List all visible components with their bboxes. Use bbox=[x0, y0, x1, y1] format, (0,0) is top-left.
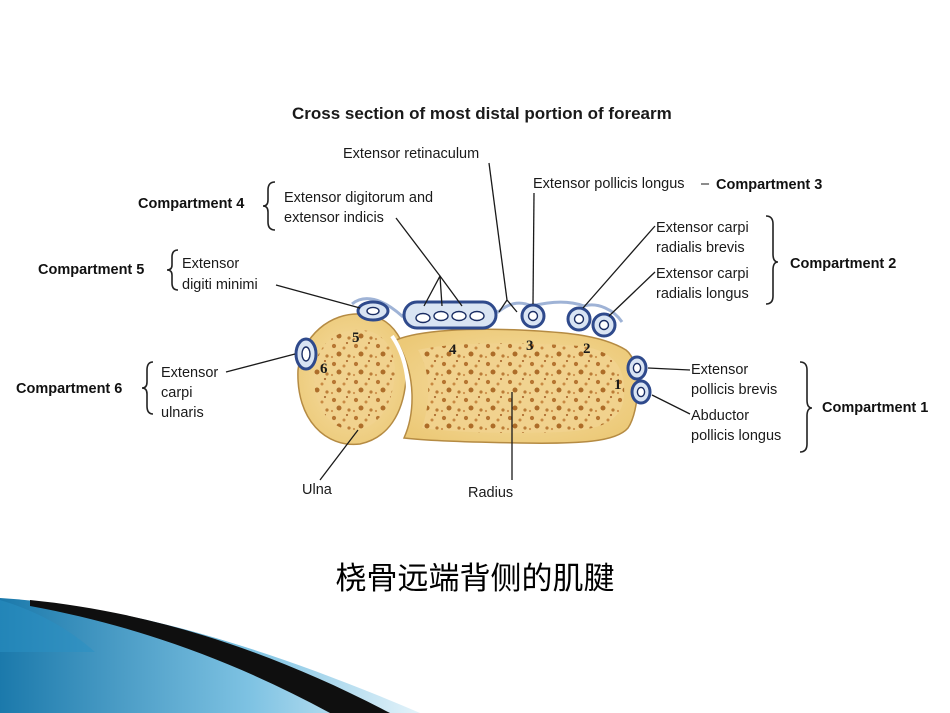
brace-compartment-4 bbox=[262, 181, 276, 231]
label-apl-line2: pollicis longus bbox=[691, 428, 781, 444]
label-ulna: Ulna bbox=[302, 482, 333, 498]
decorative-swoosh bbox=[0, 598, 420, 713]
label-edi-line1: Extensor digitorum and bbox=[284, 190, 433, 206]
ulna-marrow bbox=[313, 329, 395, 431]
forearm-cross-section-figure: Cross section of most distal portion of … bbox=[0, 82, 950, 524]
label-edm-line2: digiti minimi bbox=[182, 277, 258, 293]
brace-compartment-2 bbox=[765, 215, 779, 305]
compartment-number-6: 6 bbox=[320, 361, 328, 377]
compartment-number-5: 5 bbox=[352, 330, 360, 346]
label-edm-line1: Extensor bbox=[182, 256, 239, 272]
label-ecrl-line2: radialis longus bbox=[656, 286, 749, 302]
compartment-number-3: 3 bbox=[526, 338, 534, 354]
label-edi-line2: extensor indicis bbox=[284, 210, 384, 226]
label-ecrb-line2: radialis brevis bbox=[656, 240, 745, 256]
label-compartment-3: Compartment 3 bbox=[716, 177, 822, 193]
compartment-number-2: 2 bbox=[583, 341, 591, 357]
compartment-number-4: 4 bbox=[449, 342, 457, 358]
label-epb-line2: pollicis brevis bbox=[691, 382, 777, 398]
brace-compartment-1 bbox=[799, 361, 813, 453]
label-dash: – bbox=[701, 176, 710, 192]
label-extensor-retinaculum: Extensor retinaculum bbox=[343, 146, 479, 162]
compartment-number-1: 1 bbox=[614, 377, 622, 393]
label-ecrb-line1: Extensor carpi bbox=[656, 220, 749, 236]
slide-caption: 桡骨远端背侧的肌腱 bbox=[335, 561, 615, 597]
label-compartment-2: Compartment 2 bbox=[790, 256, 896, 272]
distal-radioulnar-joint bbox=[390, 334, 410, 441]
label-ecrl-line1: Extensor carpi bbox=[656, 266, 749, 282]
label-compartment-1: Compartment 1 bbox=[822, 400, 928, 416]
label-compartment-4: Compartment 4 bbox=[138, 196, 244, 212]
tendon-sheaths bbox=[294, 300, 652, 405]
label-ecu-line2: carpi bbox=[161, 385, 192, 401]
label-epb-line1: Extensor bbox=[691, 362, 748, 378]
label-apl-line1: Abductor bbox=[691, 408, 749, 424]
radius-marrow bbox=[418, 343, 625, 433]
label-epl: Extensor pollicis longus bbox=[533, 176, 685, 192]
label-ecu-line3: ulnaris bbox=[161, 405, 204, 421]
bones bbox=[297, 313, 639, 446]
leader-lines bbox=[225, 162, 691, 481]
swoosh-light bbox=[0, 600, 95, 652]
label-ecu-line1: Extensor bbox=[161, 365, 218, 381]
label-radius: Radius bbox=[468, 485, 513, 501]
label-compartment-6: Compartment 6 bbox=[16, 381, 122, 397]
brace-compartment-5 bbox=[166, 249, 179, 291]
label-compartment-5: Compartment 5 bbox=[38, 262, 144, 278]
brace-compartment-6 bbox=[141, 361, 154, 415]
swoosh-dark bbox=[30, 600, 390, 713]
figure-title: Cross section of most distal portion of … bbox=[292, 104, 672, 123]
